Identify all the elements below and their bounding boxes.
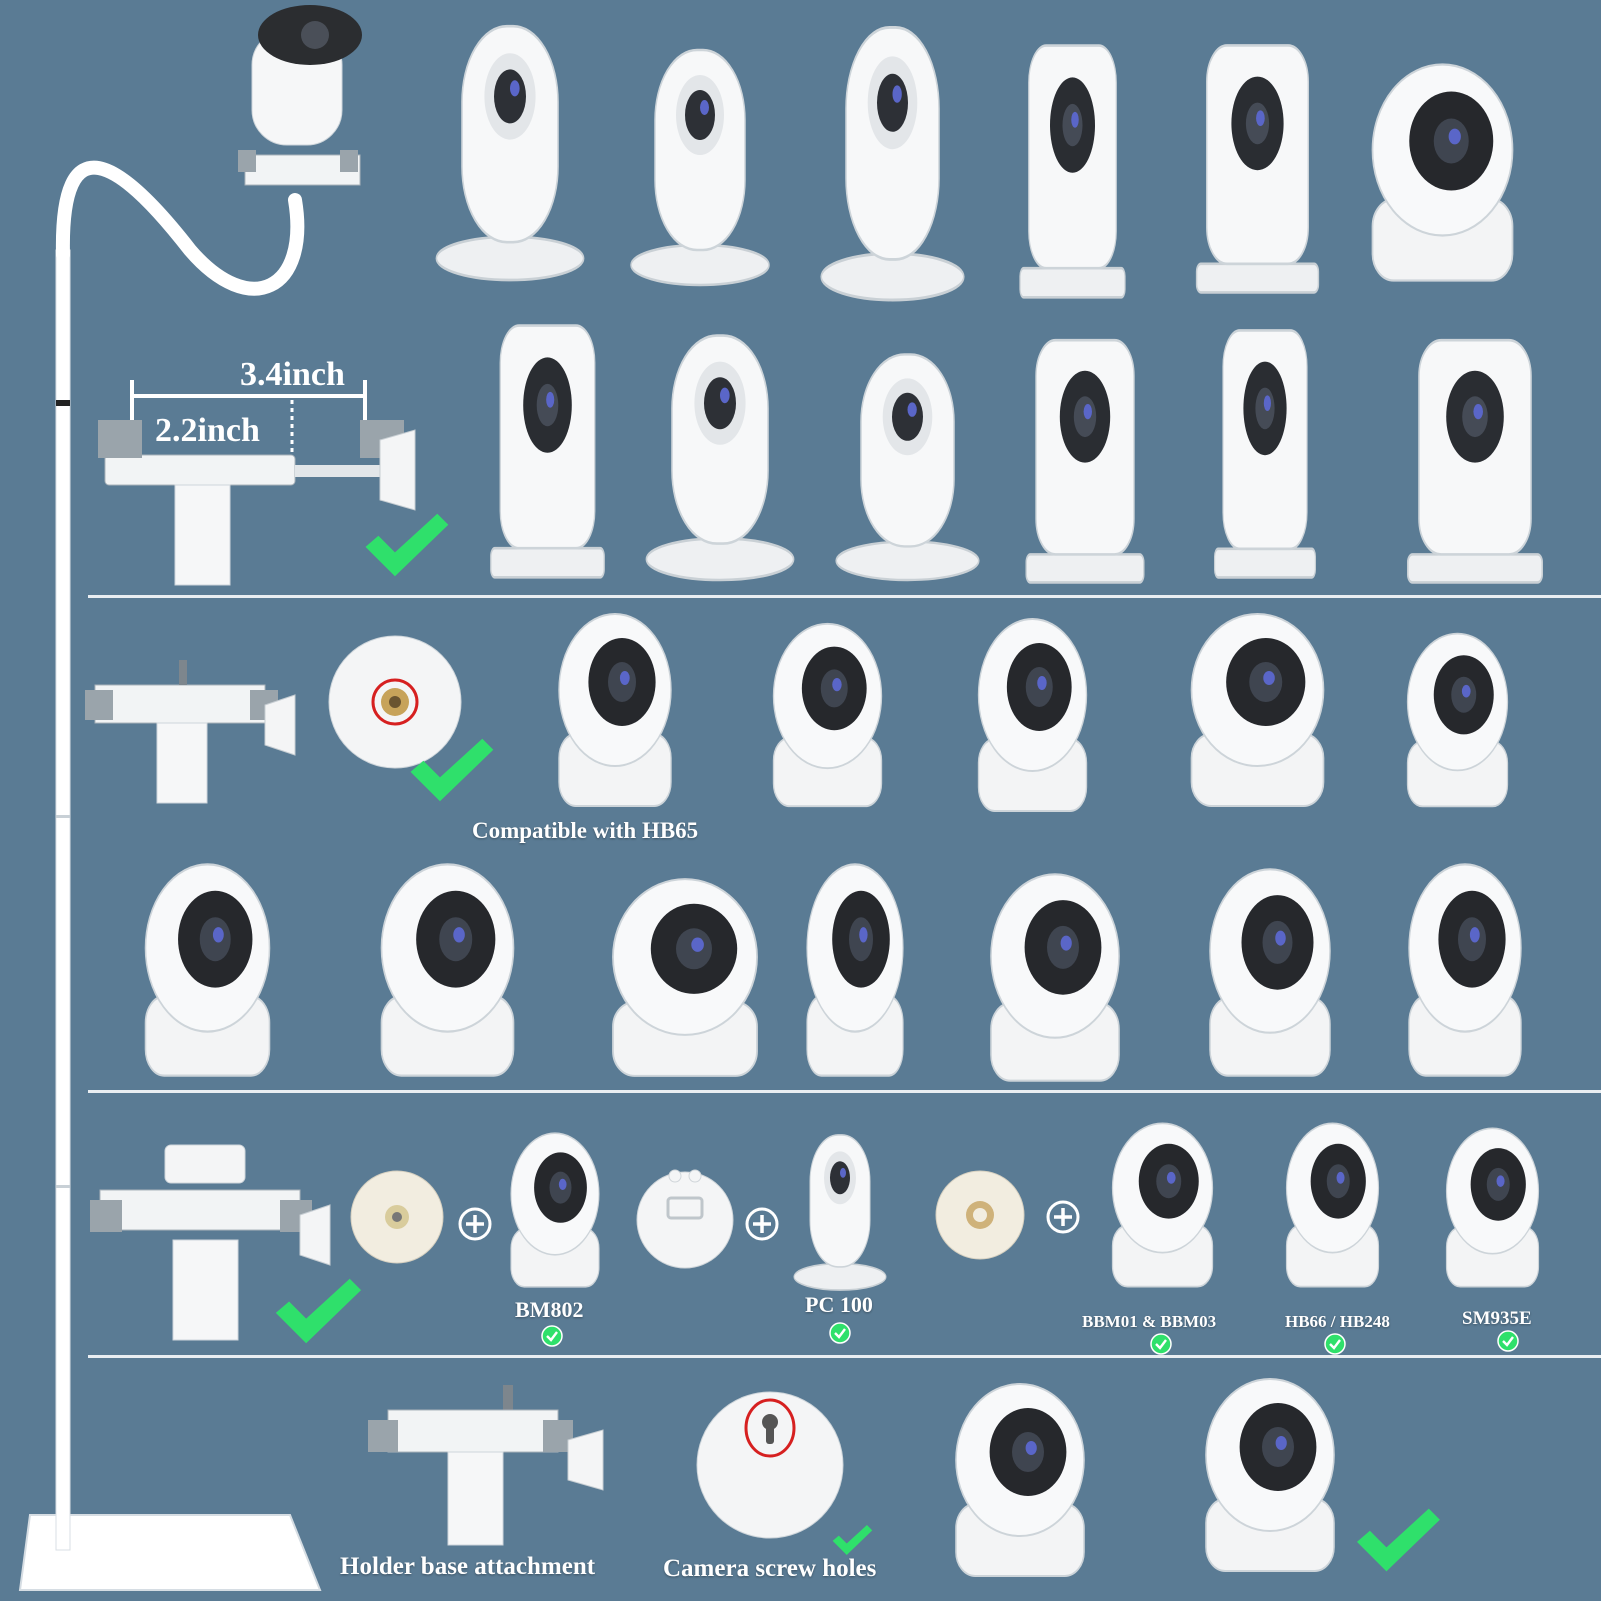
baby-monitor-camera [975,870,1135,1085]
baby-monitor-camera [965,615,1100,815]
plus-circle-icon [745,1207,779,1241]
baby-monitor-camera [1015,330,1155,585]
bm802-label: BM802 [515,1297,584,1322]
baby-monitor-camera [940,1380,1100,1580]
check-circle-icon [541,1325,563,1347]
check-mark-icon [1350,1505,1445,1575]
baby-monitor-camera [430,10,590,282]
baby-monitor-camera [625,35,775,287]
baby-monitor-camera [1275,1120,1390,1290]
baby-monitor-camera [815,10,970,302]
baby-monitor-camera [1185,35,1330,295]
screw-mount-plate [325,635,465,770]
baby-monitor-camera [1395,330,1555,585]
section-divider [88,1090,1601,1093]
outer-width-dimension: 3.4inch [240,356,345,393]
check-circle-icon [1497,1330,1519,1352]
check-mark-icon [830,1518,874,1562]
baby-monitor-camera [365,860,530,1080]
adapter-plate-pc100 [635,1168,735,1269]
hb65-compatibility-label: Compatible with HB65 [472,818,699,843]
hb66-hb248-label: HB66 / HB248 [1285,1312,1390,1331]
inner-width-dimension: 2.2inch [155,412,260,449]
baby-monitor-camera [790,1125,890,1291]
bbm-label: BBM01 & BBM03 [1082,1312,1217,1331]
baby-monitor-camera [760,620,895,810]
baby-monitor-camera [1175,610,1340,810]
baby-monitor-camera [1190,1375,1350,1575]
check-circle-icon [1324,1333,1346,1355]
baby-monitor-camera [480,315,615,580]
section-divider [88,1355,1601,1358]
plus-circle-icon [1046,1200,1080,1234]
camera-screw-holes-label: Camera screw holes [663,1555,877,1582]
holder-attachment [368,1385,604,1546]
baby-monitor-camera [1355,60,1530,285]
section-divider [88,595,1601,598]
baby-monitor-camera [1395,630,1520,810]
baby-monitor-camera [1435,1125,1550,1290]
baby-monitor-camera [830,340,985,582]
keyhole-mount-plate [695,1390,845,1540]
baby-monitor-camera [795,860,915,1080]
baby-monitor-camera [1010,35,1135,300]
baby-monitor-camera [500,1130,610,1290]
baby-monitor-camera [640,320,800,582]
baby-monitor-camera [595,875,775,1080]
check-circle-icon [829,1322,851,1344]
baby-monitor-camera [545,610,685,810]
check-mark-icon [360,510,452,580]
holder-attachment [90,1144,331,1341]
check-circle-icon [1150,1333,1172,1355]
check-mark-icon [405,735,497,805]
holder-base-attachment-label: Holder base attachment [340,1553,596,1580]
baby-monitor-camera [1205,320,1325,580]
adapter-ring-bbm [935,1170,1025,1260]
baby-monitor-camera [1395,860,1535,1080]
floor-stand [18,0,420,1601]
check-mark-icon [270,1275,365,1347]
baby-monitor-camera [1100,1120,1225,1290]
plus-circle-icon [458,1207,492,1241]
pc100-label: PC 100 [805,1292,873,1317]
adapter-ring-bm802 [350,1170,445,1265]
holder-attachment [85,645,296,805]
sm935e-label: SM935E [1462,1308,1532,1329]
baby-monitor-camera [1195,865,1345,1080]
baby-monitor-camera [130,860,285,1080]
